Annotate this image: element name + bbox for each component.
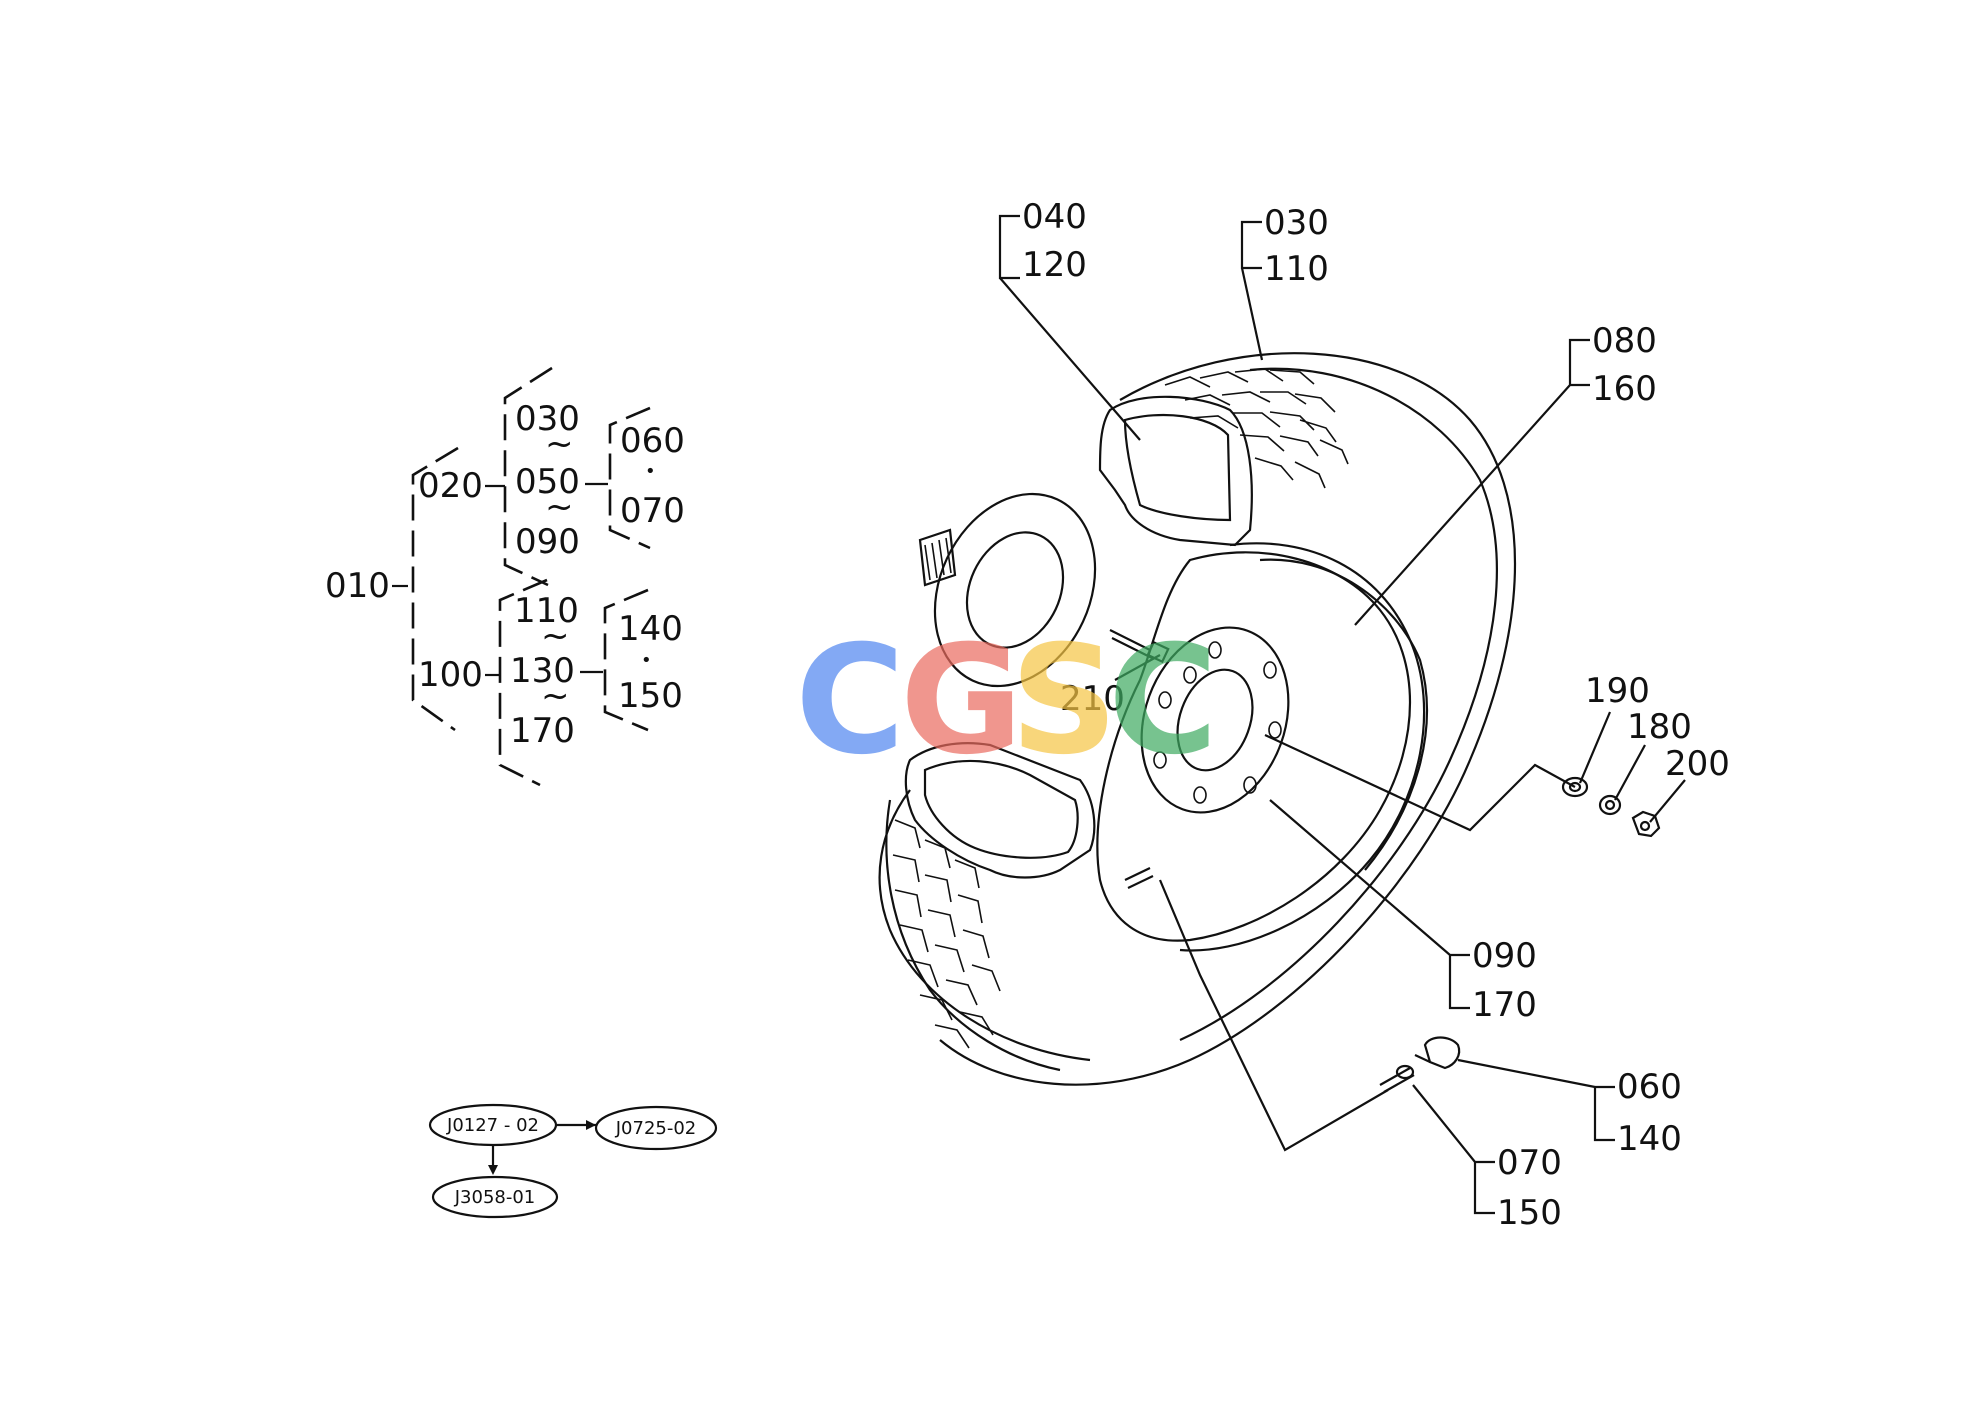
reference-flow: J0127 - 02 J0725-02 J3058-01 <box>428 1103 718 1219</box>
rim <box>1096 551 1411 942</box>
nut-200 <box>1631 810 1661 838</box>
valve-cap <box>1423 1036 1461 1070</box>
svg-text:~: ~ <box>541 676 570 716</box>
ref-label-2: J0725-02 <box>615 1118 697 1139</box>
callout-210: 210 <box>1060 679 1125 719</box>
callout-200: 200 <box>1665 744 1730 784</box>
tree-node-070: 070 <box>620 491 685 531</box>
stud <box>1109 629 1153 659</box>
callout-080: 080 <box>1592 321 1657 361</box>
tree-node-050: 050 <box>515 462 580 502</box>
axle-spline <box>918 528 957 587</box>
tire-outline <box>939 352 1517 1086</box>
callout-030: 030 <box>1264 203 1329 243</box>
svg-text:~: ~ <box>545 424 574 464</box>
tree-bracket-100 <box>498 578 548 787</box>
callout-090: 090 <box>1472 936 1537 976</box>
tree-node-020: 020 <box>418 466 483 506</box>
ref-label-1: J0127 - 02 <box>446 1115 539 1136</box>
assembly-tree: 010 020 030 ~ 050 ~ 090 060 • 070 100 11… <box>325 366 685 787</box>
callout-070: 070 <box>1497 1143 1562 1183</box>
washer-180 <box>1598 794 1622 816</box>
tree-node-150: 150 <box>618 676 683 716</box>
tree-node-130: 130 <box>510 651 575 691</box>
callout-150: 150 <box>1497 1193 1562 1233</box>
svg-text:~: ~ <box>545 487 574 527</box>
callout-060: 060 <box>1617 1067 1682 1107</box>
tree-node-030: 030 <box>515 399 580 439</box>
washer-190 <box>1561 776 1589 798</box>
svg-text:•: • <box>645 461 656 482</box>
tree-bracket-main <box>411 446 459 732</box>
callout-labels: 040 120 030 110 080 160 190 180 200 210 … <box>1022 197 1730 1233</box>
watermark-logo: C G S C <box>795 614 1218 788</box>
ref-oval-3 <box>431 1175 559 1219</box>
tree-node-170: 170 <box>510 711 575 751</box>
callout-040: 040 <box>1022 197 1087 237</box>
ref-oval-2 <box>594 1105 718 1151</box>
tree-bracket-050 <box>608 406 651 550</box>
tree-node-100: 100 <box>418 655 483 695</box>
callout-160: 160 <box>1592 369 1657 409</box>
tree-node-110: 110 <box>514 591 579 631</box>
hub-bolt-holes <box>1153 641 1282 804</box>
watermark-letter-g: G <box>900 614 1023 788</box>
callout-170: 170 <box>1472 985 1537 1025</box>
tree-bracket-130 <box>603 588 649 732</box>
callout-140: 140 <box>1617 1119 1682 1159</box>
hub-disc <box>1140 626 1290 814</box>
watermark-letter-c1: C <box>795 614 905 788</box>
ref-label-3: J3058-01 <box>454 1187 536 1208</box>
tree-node-140: 140 <box>618 609 683 649</box>
svg-text:•: • <box>641 650 652 671</box>
wheel-illustration <box>878 352 1661 1093</box>
tree-node-060: 060 <box>620 421 685 461</box>
leader-lines <box>998 214 1686 1215</box>
watermark-letter-c2: C <box>1108 614 1218 788</box>
callout-180: 180 <box>1627 707 1692 747</box>
tire-cutaway-lower <box>904 742 1096 879</box>
hub-bore <box>1176 668 1254 772</box>
tree-node-010: 010 <box>325 566 390 606</box>
svg-text:~: ~ <box>541 616 570 656</box>
callout-120: 120 <box>1022 245 1087 285</box>
callout-190: 190 <box>1585 671 1650 711</box>
watermark-letter-s: S <box>1010 614 1118 788</box>
axle-flange <box>933 492 1097 688</box>
callout-110: 110 <box>1264 249 1329 289</box>
tree-node-090: 090 <box>515 522 580 562</box>
